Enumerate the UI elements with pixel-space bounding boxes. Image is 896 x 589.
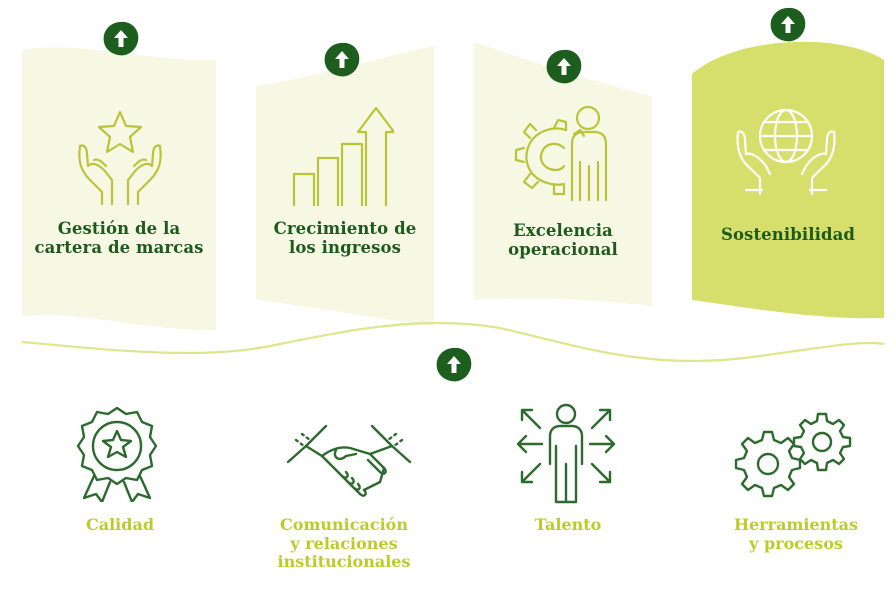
enabler-title-line: y relaciones bbox=[290, 533, 398, 553]
enabler-title-line: Calidad bbox=[86, 515, 154, 534]
pillar-title-line: cartera de marcas bbox=[34, 238, 204, 257]
pillar-title-line: operacional bbox=[508, 240, 618, 259]
enabler-title-1: Calidad bbox=[40, 515, 200, 535]
pillar-title-2: Crecimiento de los ingresos bbox=[256, 219, 434, 257]
pillar-panel-4 bbox=[692, 41, 884, 319]
growth-chart-icon bbox=[292, 106, 394, 206]
enabler-title-4: Herramientas y procesos bbox=[712, 515, 880, 553]
pillar-title-line: Crecimiento de bbox=[273, 219, 417, 238]
pillar-panel-1 bbox=[22, 47, 216, 331]
arrow-up-icon bbox=[770, 7, 806, 42]
arrow-up-icon bbox=[436, 347, 472, 382]
pillar-title-line: Gestión de la bbox=[57, 219, 181, 238]
pillar-title-1: Gestión de la cartera de marcas bbox=[22, 219, 216, 257]
enabler-title-line: y procesos bbox=[749, 533, 843, 553]
gear-person-icon bbox=[514, 105, 608, 202]
pillar-title-4: Sostenibilidad bbox=[692, 225, 884, 244]
hands-globe-icon bbox=[736, 108, 836, 196]
enabler-title-2: Comunicación y relaciones institucionale… bbox=[256, 515, 432, 572]
enabler-title-line: Comunicación bbox=[280, 515, 408, 534]
arrow-up-icon bbox=[546, 49, 582, 84]
enabler-title-line: Herramientas bbox=[733, 515, 859, 534]
pillar-title-line: Excelencia bbox=[513, 221, 613, 240]
arrow-up-icon bbox=[324, 42, 360, 77]
enabler-title-3: Talento bbox=[488, 515, 648, 535]
pillar-title-line: los ingresos bbox=[288, 238, 402, 257]
hands-star-icon bbox=[78, 110, 162, 206]
pillar-title-3: Excelencia operacional bbox=[474, 221, 652, 259]
person-arrows-icon bbox=[516, 403, 616, 504]
enabler-title-line: Talento bbox=[534, 515, 602, 534]
pillar-title-line: Sostenibilidad bbox=[720, 225, 856, 244]
enabler-title-line: institucionales bbox=[277, 552, 411, 571]
handshake-icon bbox=[286, 424, 412, 497]
arrow-up-icon bbox=[103, 21, 139, 56]
quality-rosette-icon bbox=[76, 406, 158, 502]
gears-icon bbox=[734, 412, 852, 498]
pillar-panel-2 bbox=[256, 46, 434, 326]
pillar-panel-3 bbox=[474, 42, 652, 306]
wave-divider bbox=[21, 321, 885, 363]
